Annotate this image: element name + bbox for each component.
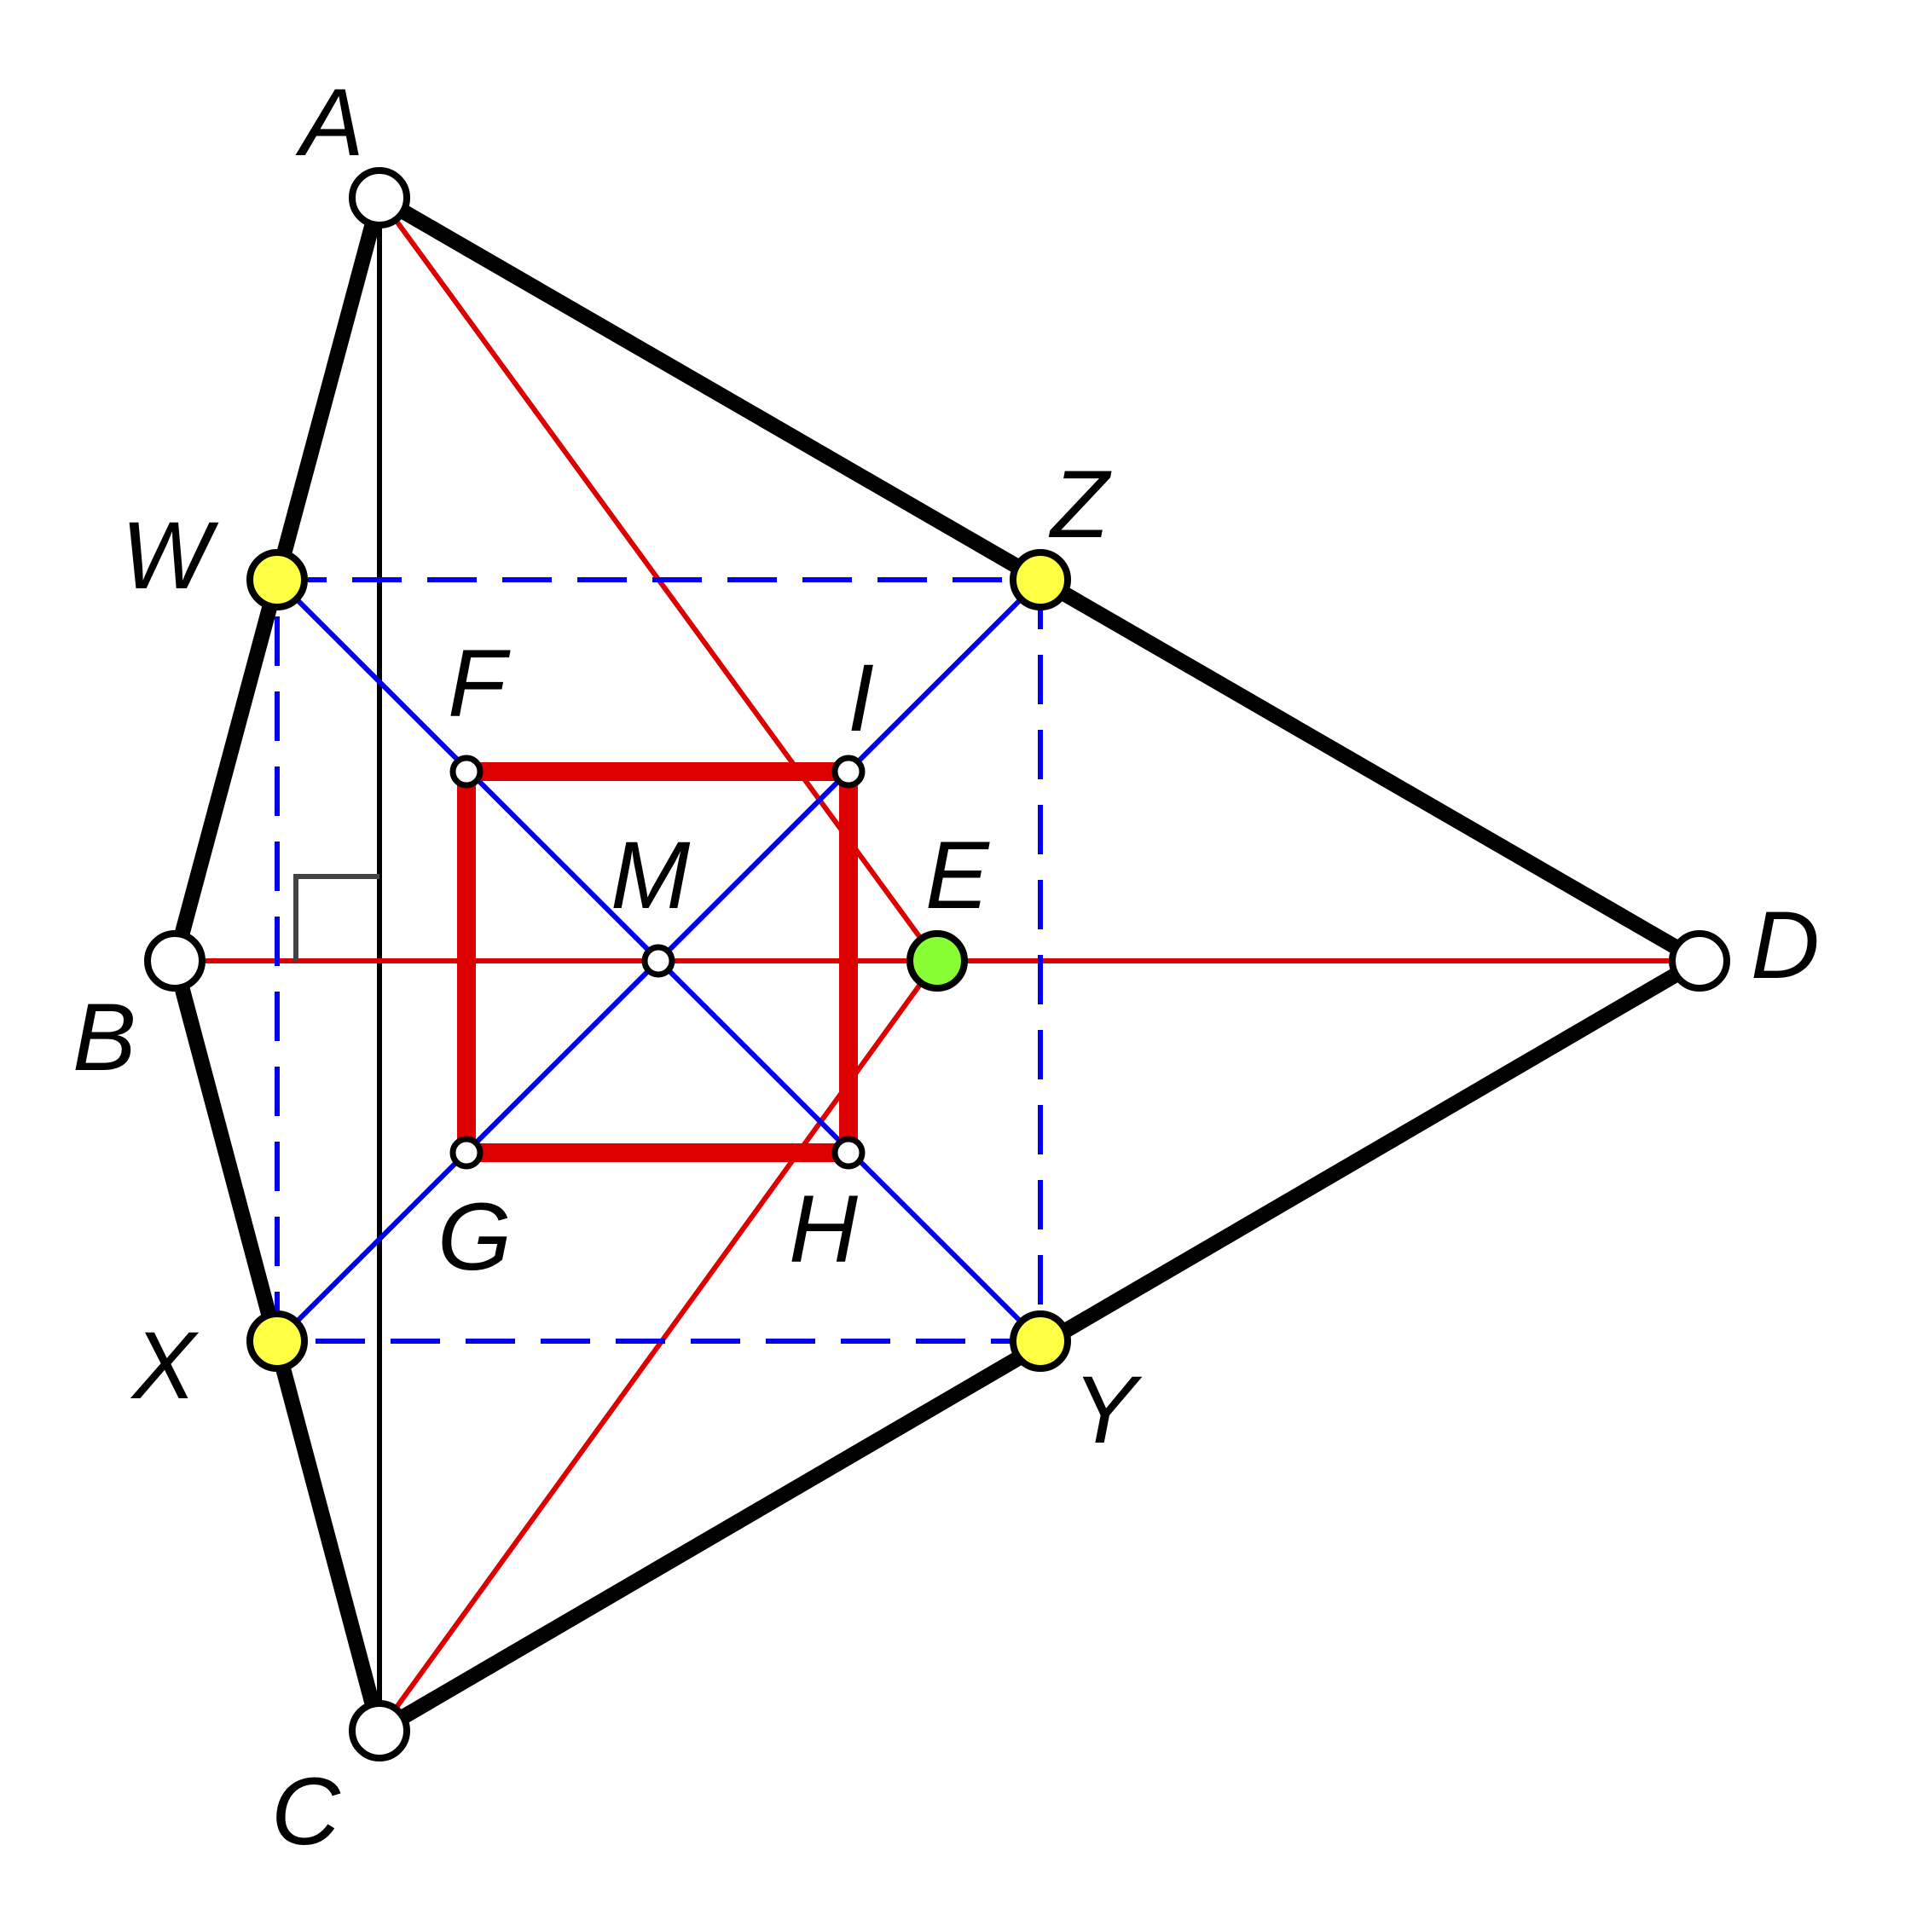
square-FIHG <box>457 762 858 1162</box>
label-X: X <box>130 1312 200 1419</box>
right-angle-marker <box>293 874 379 961</box>
label-I: I <box>848 645 874 751</box>
point-Z <box>1010 549 1071 610</box>
label-D: D <box>1751 892 1820 998</box>
point-E <box>906 930 968 992</box>
label-A: A <box>295 69 364 176</box>
point-A <box>349 167 410 228</box>
label-Y: Y <box>1073 1356 1143 1463</box>
label-M: M <box>611 822 691 928</box>
point-I <box>831 755 866 789</box>
point-C <box>349 1700 410 1761</box>
point-B <box>144 930 206 992</box>
point-M <box>641 944 675 978</box>
point-D <box>1669 930 1730 992</box>
point-X <box>246 1310 308 1372</box>
point-W <box>246 549 308 610</box>
label-E: E <box>925 822 990 928</box>
label-C: C <box>271 1758 341 1865</box>
point-H <box>831 1136 866 1170</box>
label-H: H <box>789 1176 858 1282</box>
point-G <box>449 1136 484 1170</box>
label-B: B <box>72 984 136 1090</box>
point-F <box>449 755 484 789</box>
label-F: F <box>448 630 511 737</box>
point-Y <box>1010 1310 1071 1372</box>
label-Z: Z <box>1048 451 1112 558</box>
dashed-rectangle-WZYX <box>275 577 1043 1344</box>
label-W: W <box>121 502 219 609</box>
label-G: G <box>437 1183 512 1290</box>
